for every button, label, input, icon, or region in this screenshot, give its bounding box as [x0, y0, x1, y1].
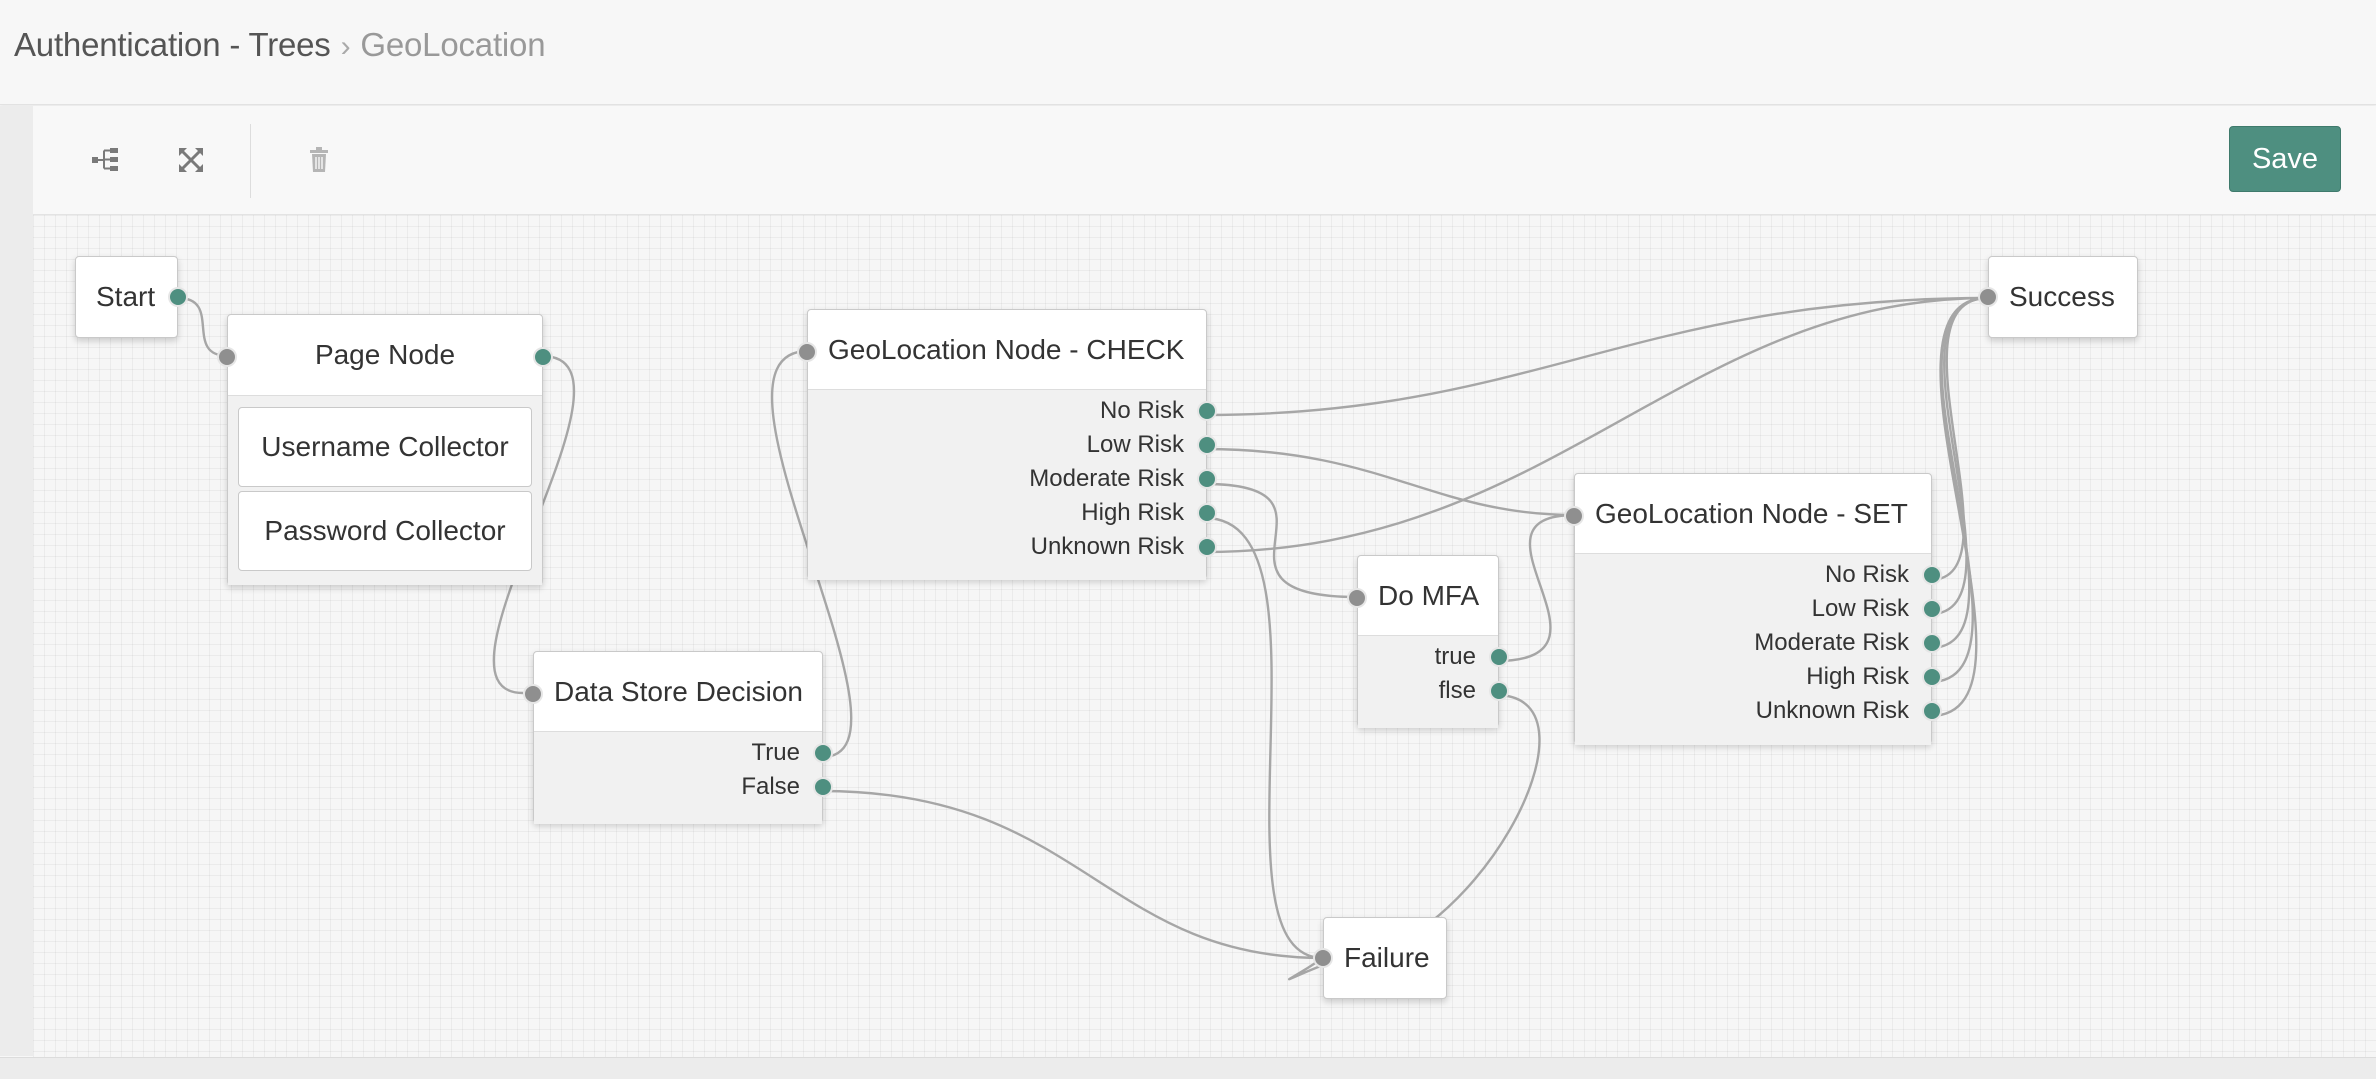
wire-check-moderate-mfa [1204, 482, 1359, 599]
page-header: Authentication - Trees › GeoLocation [0, 0, 2376, 105]
geolocation-set-node[interactable]: GeoLocation Node - SET No Risk Low Risk … [1564, 473, 1942, 745]
tree-layout-button[interactable] [85, 140, 125, 180]
success-node-label: Success [2009, 281, 2115, 312]
success-input-port[interactable] [1978, 287, 1998, 307]
fit-to-screen-button[interactable] [171, 140, 211, 180]
outcome-no-risk: No Risk [808, 394, 1217, 428]
data-store-decision-node[interactable]: Data Store Decision True False [523, 651, 833, 824]
trash-icon [310, 147, 328, 172]
outcome-false-port[interactable] [1489, 681, 1509, 701]
wire-start-page [177, 296, 229, 358]
outcome-port[interactable] [1922, 667, 1942, 687]
outcome-unknown-risk: Unknown Risk [1575, 694, 1942, 728]
tree-toolbar: Save [33, 106, 2376, 215]
geolocation-check-node[interactable]: GeoLocation Node - CHECK No Risk Low Ris… [797, 309, 1217, 580]
wire-check-unknown-success [1204, 296, 1989, 554]
outcome-false: False [534, 770, 833, 804]
bottom-bar [0, 1057, 2376, 1079]
outcome-port[interactable] [1922, 565, 1942, 585]
outcome-true: true [1358, 640, 1509, 674]
page-node[interactable]: Page Node Username Collector Password Co… [217, 314, 553, 585]
outcome-high-risk: High Risk [808, 496, 1217, 530]
page-node-output-port[interactable] [533, 347, 553, 367]
do-mfa-input-port[interactable] [1347, 588, 1367, 608]
expand-arrows-icon [178, 147, 204, 173]
outcome-label: False [741, 773, 800, 800]
outcome-port[interactable] [1197, 537, 1217, 557]
do-mfa-label: Do MFA [1378, 579, 1480, 611]
wire-set-unknown-success [1929, 296, 1989, 718]
wire-mfa-true-set [1495, 513, 1576, 663]
outcome-moderate-risk: Moderate Risk [808, 462, 1217, 496]
outcome-label: flse [1438, 677, 1476, 704]
data-store-decision-label: Data Store Decision [554, 675, 804, 707]
wire-set-norisk-success [1929, 296, 1989, 582]
outcome-port[interactable] [1922, 701, 1942, 721]
outcome-false-port[interactable] [813, 777, 833, 797]
outcome-true-port[interactable] [813, 743, 833, 763]
outcome-port[interactable] [1922, 633, 1942, 653]
outcome-label: High Risk [1806, 663, 1909, 690]
breadcrumb-parent-link[interactable]: Authentication - Trees [14, 26, 331, 63]
delete-node-button[interactable] [299, 140, 339, 180]
outcome-false: flse [1358, 674, 1509, 708]
wire-set-lowrisk-success [1929, 296, 1989, 616]
outcome-label: High Risk [1081, 499, 1184, 526]
outcome-moderate-risk: Moderate Risk [1575, 626, 1942, 660]
left-sidebar-strip [0, 106, 34, 1056]
failure-node-label: Failure [1344, 942, 1430, 973]
outcome-label: No Risk [1824, 561, 1909, 588]
outcome-label: Moderate Risk [1754, 629, 1909, 656]
outcome-port[interactable] [1197, 469, 1217, 489]
geolocation-set-input-port[interactable] [1564, 506, 1584, 526]
outcome-low-risk: Low Risk [1575, 592, 1942, 626]
outcome-no-risk: No Risk [1575, 558, 1942, 592]
outcome-unknown-risk: Unknown Risk [808, 530, 1217, 564]
geolocation-set-label: GeoLocation Node - SET [1595, 497, 1908, 529]
start-node-label: Start [96, 281, 156, 312]
save-button[interactable]: Save [2229, 126, 2341, 192]
outcome-label: Low Risk [1811, 595, 1909, 622]
wire-false-failure [821, 789, 1324, 960]
failure-input-port[interactable] [1313, 948, 1333, 968]
outcome-high-risk: High Risk [1575, 660, 1942, 694]
breadcrumb-separator: › [340, 30, 351, 63]
breadcrumb: Authentication - Trees › GeoLocation [14, 26, 546, 64]
failure-node[interactable]: Failure [1313, 917, 1447, 999]
start-node[interactable]: Start [75, 256, 188, 338]
page-node-label: Page Node [314, 339, 456, 370]
outcome-true: True [534, 736, 833, 770]
outcome-port[interactable] [1197, 503, 1217, 523]
data-store-input-port[interactable] [523, 684, 543, 704]
connection-wires [177, 296, 1989, 981]
outcome-low-risk: Low Risk [808, 428, 1217, 462]
outcome-label: True [751, 739, 800, 766]
outcome-true-port[interactable] [1489, 647, 1509, 667]
page-node-input-port[interactable] [217, 347, 237, 367]
outcome-port[interactable] [1197, 435, 1217, 455]
start-output-port[interactable] [168, 287, 188, 307]
breadcrumb-current: GeoLocation [360, 26, 546, 63]
tree-layout-icon [92, 148, 118, 171]
username-collector-node[interactable]: Username Collector [238, 407, 532, 487]
outcome-label: No Risk [1099, 397, 1184, 424]
outcome-label: Low Risk [1086, 431, 1184, 458]
outcome-label: Unknown Risk [1755, 697, 1909, 724]
outcome-label: Moderate Risk [1029, 465, 1184, 492]
wire-check-lowrisk-set [1204, 447, 1576, 517]
outcome-port[interactable] [1197, 401, 1217, 421]
do-mfa-node[interactable]: Do MFA true flse [1347, 555, 1509, 728]
geolocation-check-label: GeoLocation Node - CHECK [828, 333, 1185, 365]
wire-check-norisk-success [1204, 296, 1989, 417]
outcome-label: true [1434, 643, 1476, 670]
success-node[interactable]: Success [1978, 256, 2138, 338]
wire-check-high-failure [1204, 516, 1324, 960]
password-collector-node[interactable]: Password Collector [238, 491, 532, 571]
outcome-port[interactable] [1922, 599, 1942, 619]
tree-canvas[interactable]: Start Page Node Username Collector Passw… [33, 215, 2376, 1057]
outcome-label: Unknown Risk [1030, 533, 1184, 560]
geolocation-check-input-port[interactable] [797, 342, 817, 362]
toolbar-divider [250, 124, 251, 198]
